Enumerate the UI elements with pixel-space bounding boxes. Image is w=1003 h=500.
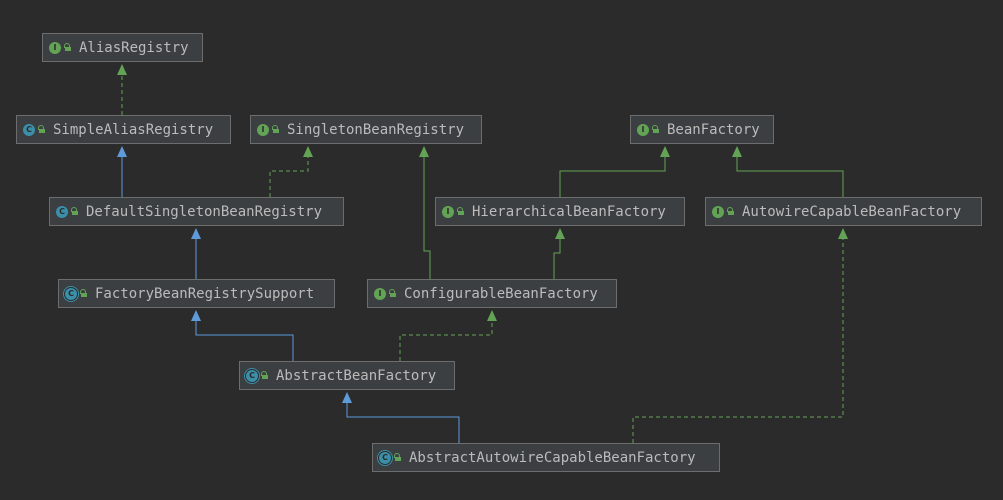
edge-abstractbeanfactory-factorybeanregistrysupport (191, 310, 294, 361)
public-visibility-icon (272, 125, 279, 133)
node-beanfactory[interactable]: I BeanFactory (630, 115, 774, 144)
node-label: AutowireCapableBeanFactory (742, 203, 962, 220)
node-label: SimpleAliasRegistry (53, 121, 214, 138)
node-label: SingletonBeanRegistry (287, 121, 465, 138)
class-icon: C (23, 123, 35, 136)
public-visibility-icon (394, 453, 401, 461)
node-label: BeanFactory (667, 121, 760, 138)
public-visibility-icon (80, 289, 87, 297)
node-label: AbstractAutowireCapableBeanFactory (409, 449, 696, 466)
node-aliasregistry[interactable]: I AliasRegistry (42, 33, 203, 62)
abstract-class-icon: C (246, 369, 258, 382)
class-icon: C (56, 205, 68, 218)
node-label: HierarchicalBeanFactory (472, 203, 666, 220)
node-label: ConfigurableBeanFactory (404, 285, 598, 302)
edge-simplealiasregistry-aliasregistry (117, 64, 127, 115)
edge-factorybeanregistrysupport-defaultsingleton (191, 228, 201, 279)
node-factorybeanregistrysupport[interactable]: C FactoryBeanRegistrySupport (58, 279, 335, 308)
edge-abstractautowire-abstractbeanfactory (342, 392, 460, 443)
public-visibility-icon (38, 125, 45, 133)
edge-configurable-hierarchical (553, 228, 565, 279)
node-label: DefaultSingletonBeanRegistry (86, 203, 323, 220)
node-label: AbstractBeanFactory (276, 367, 437, 384)
public-visibility-icon (652, 125, 659, 133)
public-visibility-icon (261, 371, 268, 379)
node-label: AliasRegistry (79, 39, 189, 56)
node-abstractbeanfactory[interactable]: C AbstractBeanFactory (239, 361, 455, 390)
node-defaultsingletonbeanregistry[interactable]: C DefaultSingletonBeanRegistry (49, 197, 344, 226)
edge-configurable-singletonbeanregistry (419, 146, 431, 279)
node-configurablebeanfactory[interactable]: I ConfigurableBeanFactory (367, 279, 617, 308)
node-autowirecapablebeanfactory[interactable]: I AutowireCapableBeanFactory (705, 197, 982, 226)
abstract-class-icon: C (65, 287, 77, 300)
interface-icon: I (712, 205, 724, 218)
edge-defaultsingleton-singletonbeanregistry (269, 146, 313, 197)
edge-abstractautowire-autowirecapable (632, 228, 848, 443)
public-visibility-icon (457, 207, 464, 215)
node-hierarchicalbeanfactory[interactable]: I HierarchicalBeanFactory (435, 197, 685, 226)
node-simplealiasregistry[interactable]: C SimpleAliasRegistry (16, 115, 231, 144)
edge-hierarchical-beanfactory (559, 146, 670, 197)
public-visibility-icon (727, 207, 734, 215)
public-visibility-icon (64, 43, 71, 51)
abstract-class-icon: C (379, 451, 391, 464)
node-abstractautowirecapablebeanfactory[interactable]: C AbstractAutowireCapableBeanFactory (372, 443, 720, 472)
interface-icon: I (442, 205, 454, 218)
interface-icon: I (49, 41, 61, 54)
public-visibility-icon (71, 207, 78, 215)
interface-icon: I (374, 287, 386, 300)
interface-icon: I (637, 123, 649, 136)
edge-abstractbeanfactory-configurable (399, 310, 497, 361)
interface-icon: I (257, 123, 269, 136)
node-label: FactoryBeanRegistrySupport (95, 285, 315, 302)
node-singletonbeanregistry[interactable]: I SingletonBeanRegistry (250, 115, 482, 144)
edge-autowirecapable-beanfactory (732, 146, 844, 197)
public-visibility-icon (389, 289, 396, 297)
edge-defaultsingleton-simplealias (117, 146, 127, 197)
